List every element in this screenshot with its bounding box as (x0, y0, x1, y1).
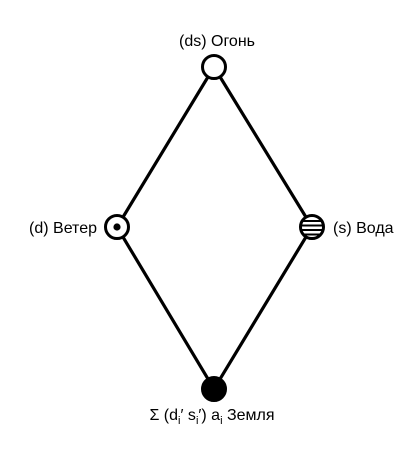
edge-left-bottom (115, 225, 216, 391)
node-right-label: (s) Вода (333, 220, 394, 237)
node-bottom: Σ (di′ si′) ai Земля (149, 376, 275, 427)
node-left-label: (d) Ветер (29, 220, 97, 237)
edges (115, 65, 314, 391)
node-right: (s) Вода (299, 214, 394, 240)
filled-circle-icon (201, 376, 227, 402)
node-top: (ds) Огонь (179, 33, 255, 80)
edge-top-right (212, 65, 314, 229)
node-left: (d) Ветер (29, 214, 130, 240)
node-top-label: (ds) Огонь (179, 33, 255, 50)
center-dot (113, 223, 121, 231)
edge-top-left (115, 65, 216, 229)
open-circle-icon (201, 54, 227, 80)
edge-right-bottom (212, 225, 314, 391)
node-bottom-label: Σ (di′ si′) ai Земля (149, 407, 274, 427)
